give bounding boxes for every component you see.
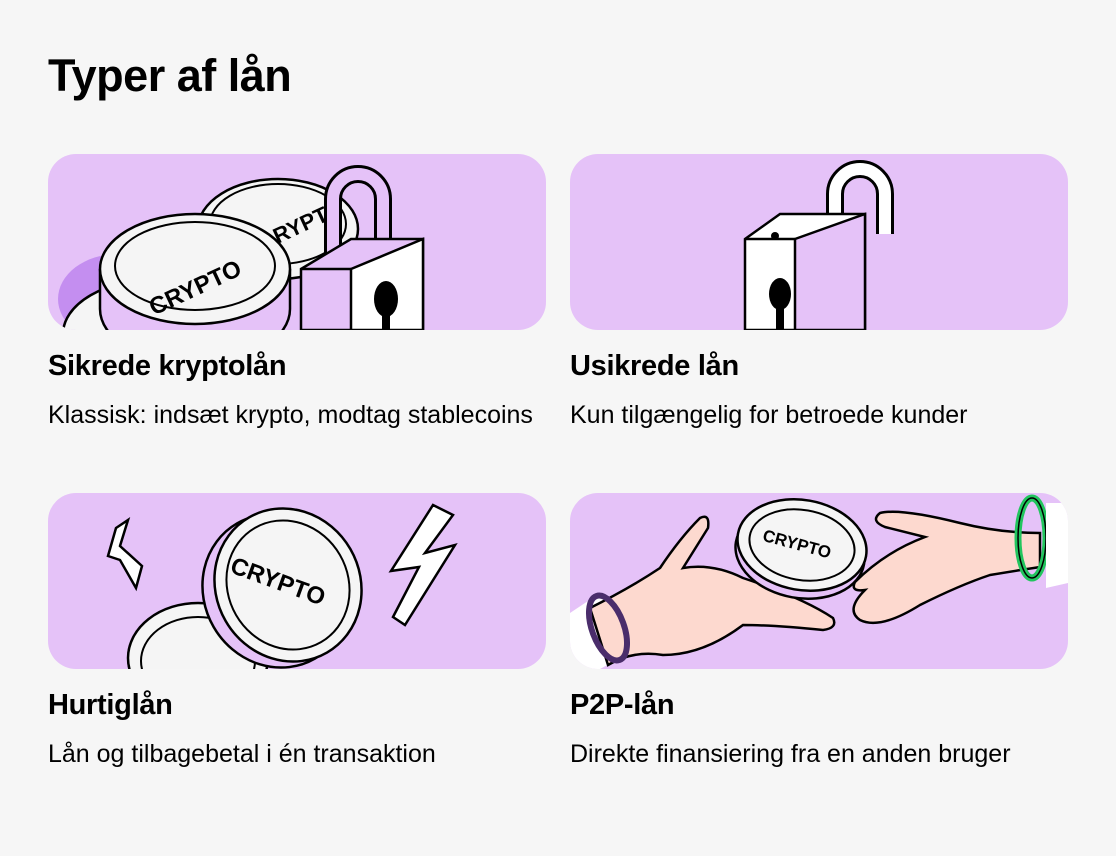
crypto-coins-padlock-icon: RYPTO CRYPTO bbox=[58, 165, 425, 330]
card-description: Klassisk: indsæt krypto, modtag stableco… bbox=[48, 401, 533, 429]
card-title: P2P-lån bbox=[570, 689, 675, 721]
illustration-p2p: CRYPTO bbox=[570, 493, 1068, 669]
loan-type-secured: RYPTO CRYPTO Sikrede kryptolån Klassisk:… bbox=[48, 154, 546, 433]
card-description: Direkte finansiering fra en anden bruger bbox=[570, 740, 1011, 768]
illustration-unsecured bbox=[570, 154, 1068, 330]
hands-crypto-coin-icon: CRYPTO bbox=[570, 494, 1068, 669]
card-description: Lån og tilbagebetal i én transaktion bbox=[48, 740, 436, 768]
loan-type-p2p: CRYPTO P2P-lån Direkte finansiering fra … bbox=[570, 493, 1068, 772]
card-title: Sikrede kryptolån bbox=[48, 350, 287, 382]
loan-type-flash: CRYPTO Hurtiglån Lån og tilbagebetal i é… bbox=[48, 493, 546, 772]
loan-type-unsecured: Usikrede lån Kun tilgængelig for betroed… bbox=[570, 154, 1068, 433]
card-description: Kun tilgængelig for betroede kunder bbox=[570, 401, 968, 429]
crypto-coins-lightning-icon: CRYPTO bbox=[106, 503, 458, 669]
card-title: Hurtiglån bbox=[48, 689, 173, 721]
illustration-secured: RYPTO CRYPTO bbox=[48, 154, 546, 330]
page-title: Typer af lån bbox=[48, 50, 292, 101]
unlocked-padlock-icon bbox=[743, 160, 894, 330]
card-title: Usikrede lån bbox=[570, 350, 739, 382]
illustration-flash: CRYPTO bbox=[48, 493, 546, 669]
